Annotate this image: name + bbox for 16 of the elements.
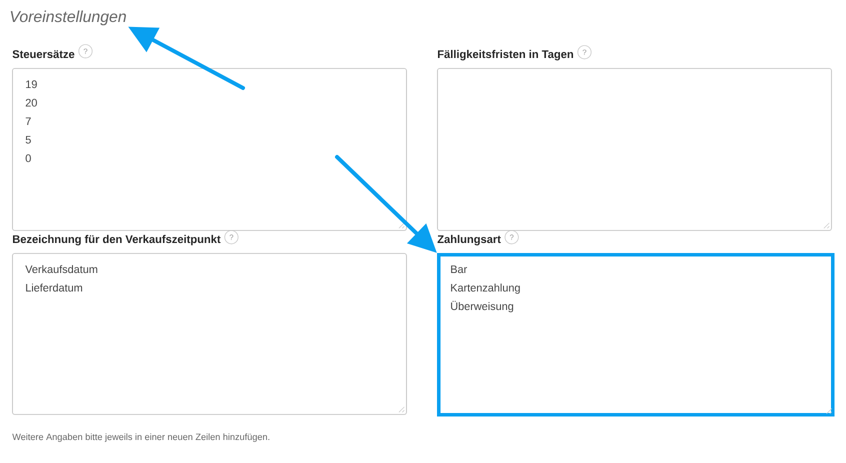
field-label: Steuersätze (12, 50, 74, 58)
entry-text: Kartenzahlung (451, 284, 520, 294)
entry-text: 5 (26, 136, 31, 144)
entry-text: 7 (26, 118, 31, 125)
field-label: Zahlungsart (438, 234, 501, 246)
field-label: Bezeichnung für den Verkaufszeitpunkt (13, 234, 220, 246)
entry-text: Bar (451, 266, 468, 274)
entry-text: 0 (26, 154, 31, 162)
entry-text: 20 (26, 98, 37, 107)
entry-text: 19 (26, 80, 37, 88)
entry-text: Verkaufsdatum (25, 265, 98, 274)
field-label: Fälligkeitsfristen in Tagen (438, 50, 574, 60)
entry-text: Überweisung (451, 300, 514, 312)
hint-text: Weitere Angaben bitte jeweils in einer neuen Zeilen hinzufügen. (12, 433, 270, 442)
entry-text: Lieferdatum (26, 284, 82, 292)
section-title: Voreinstellungen (10, 10, 126, 26)
